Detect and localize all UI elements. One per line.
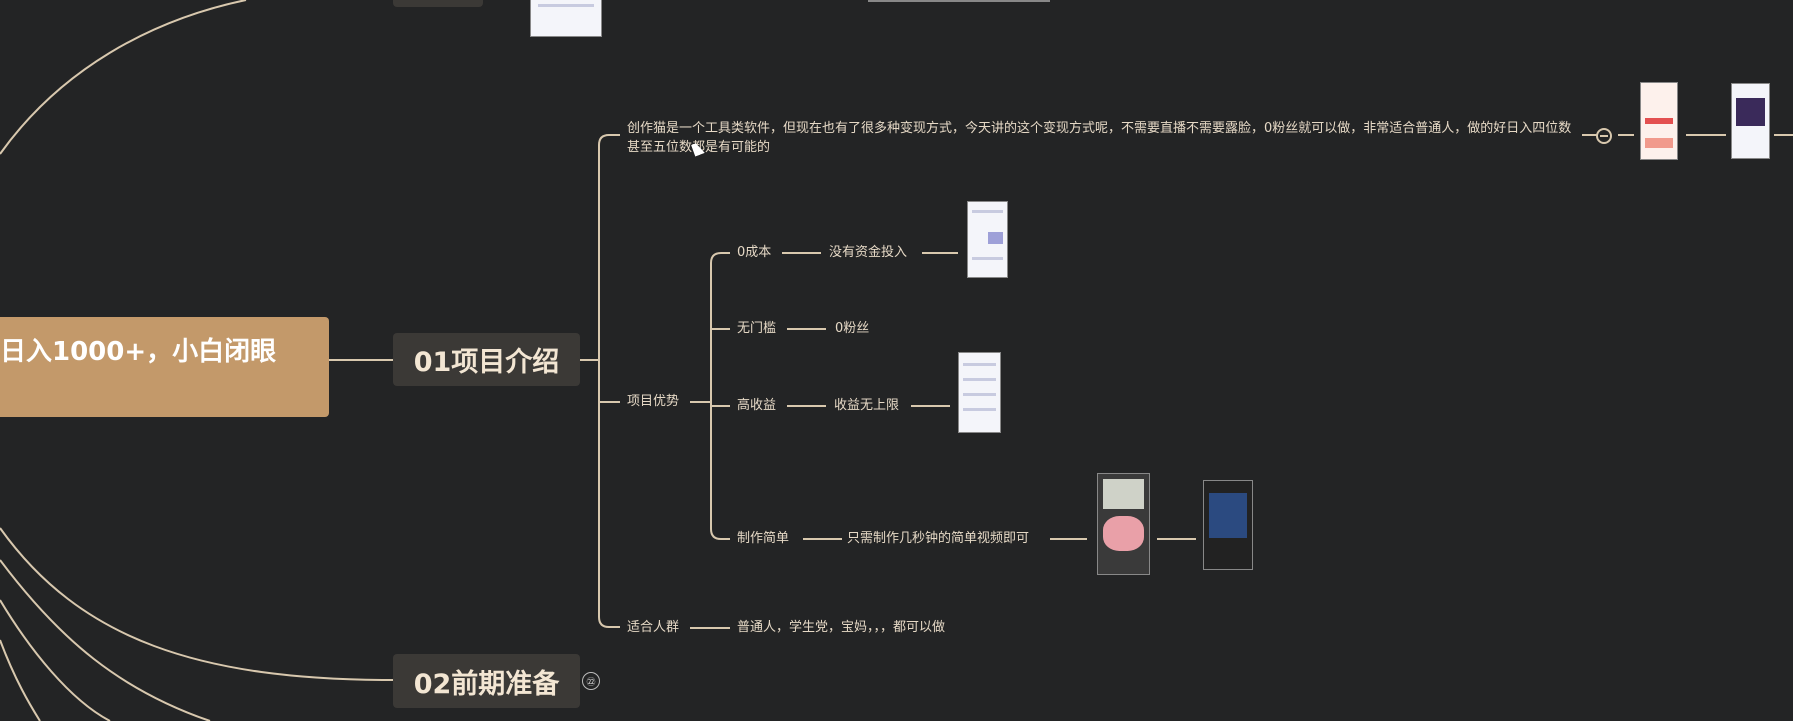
topic-project-intro[interactable]: 01项目介绍 [393, 333, 580, 386]
image-thumbnail[interactable] [958, 352, 1001, 433]
image-thumbnail[interactable] [1640, 82, 1678, 160]
video-thumbnail[interactable] [1203, 480, 1253, 570]
root-node[interactable]: 日入1000+，小白闭眼 [0, 317, 329, 417]
topic-node-partial[interactable] [393, 0, 483, 7]
scroll-indicator [868, 0, 1050, 2]
advantage-detail[interactable]: 收益无上限 [834, 398, 900, 413]
topic-label: 01项目介绍 [413, 347, 560, 378]
advantages-label[interactable]: 项目优势 [627, 394, 680, 409]
image-thumbnail[interactable] [530, 0, 602, 37]
audience-label[interactable]: 适合人群 [627, 620, 680, 635]
root-title: 日入1000+，小白闭眼 [0, 337, 277, 367]
advantage-detail[interactable]: 只需制作几秒钟的简单视频即可 [847, 531, 1030, 546]
advantage-label[interactable]: 制作简单 [737, 531, 790, 546]
advantage-label[interactable]: 无门槛 [737, 321, 777, 336]
topic-label: 02前期准备 [413, 668, 560, 700]
collapse-toggle-icon[interactable] [1596, 128, 1612, 144]
image-thumbnail[interactable] [1731, 83, 1770, 159]
image-thumbnail[interactable] [967, 201, 1008, 278]
advantage-label[interactable]: 0成本 [737, 245, 772, 260]
collapsed-count-badge[interactable]: ㉒ [582, 672, 600, 690]
advantage-detail[interactable]: 没有资金投入 [829, 245, 908, 260]
topic-preparation[interactable]: 02前期准备 [393, 654, 580, 708]
video-thumbnail[interactable] [1097, 473, 1150, 575]
advantage-detail[interactable]: 0粉丝 [835, 321, 870, 336]
intro-description[interactable]: 创作猫是一个工具类软件，但现在也有了很多种变现方式，今天讲的这个变现方式呢，不需… [627, 121, 1572, 155]
advantage-label[interactable]: 高收益 [737, 398, 777, 413]
audience-detail[interactable]: 普通人，学生党，宝妈，，，都可以做 [737, 620, 946, 635]
